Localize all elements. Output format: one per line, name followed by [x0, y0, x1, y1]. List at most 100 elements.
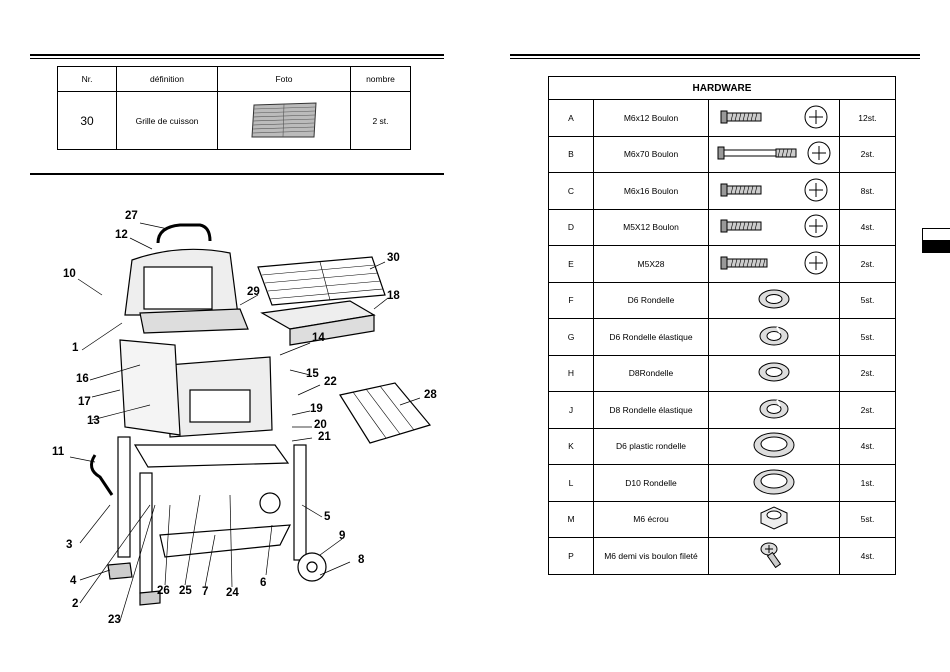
- hardware-count: 8st.: [839, 172, 896, 210]
- hardware-letter: A: [548, 99, 594, 137]
- hardware-letter: H: [548, 354, 594, 392]
- hardware-letter: J: [548, 391, 594, 429]
- hardware-image: [708, 281, 840, 319]
- callout-24: 24: [226, 587, 239, 599]
- hardware-image: [708, 537, 840, 575]
- part-number: 30: [57, 91, 117, 150]
- hardware-image: [708, 464, 840, 502]
- hardware-count: 12st.: [839, 99, 896, 137]
- hardware-image: [708, 354, 840, 392]
- hardware-image: [708, 208, 840, 246]
- hardware-letter: D: [548, 208, 594, 246]
- bolt-short-icon: [719, 105, 829, 132]
- header-rule-left-thin: [30, 58, 444, 59]
- hardware-count: 5st.: [839, 318, 896, 356]
- hardware-image: [708, 500, 840, 538]
- hardware-count: 1st.: [839, 464, 896, 502]
- callout-22: 22: [324, 376, 337, 388]
- hardware-image: [708, 318, 840, 356]
- hardware-count: 2st.: [839, 135, 896, 173]
- header-rule-left: [30, 54, 444, 56]
- callout-28: 28: [424, 389, 437, 401]
- hardware-count: 5st.: [839, 500, 896, 538]
- callout-17: 17: [78, 396, 91, 408]
- wheel: [297, 552, 327, 582]
- col-header-nr: Nr.: [57, 66, 117, 92]
- hardware-letter: P: [548, 537, 594, 575]
- washer-icon: [757, 362, 791, 386]
- callout-16: 16: [76, 373, 89, 385]
- callout-12: 12: [115, 229, 128, 241]
- bolt-short-icon: [719, 214, 829, 241]
- callout-8: 8: [358, 554, 365, 566]
- bolt-medium-icon: [719, 251, 829, 278]
- lid-handle: [156, 223, 212, 244]
- hardware-name: D8Rondelle: [593, 354, 709, 392]
- hardware-letter: G: [548, 318, 594, 356]
- col-header-definition: définition: [116, 66, 218, 92]
- rear-wheel: [259, 492, 281, 514]
- hardware-count: 4st.: [839, 208, 896, 246]
- half-thread-screw-icon: [759, 542, 789, 572]
- hardware-name: M5X12 Boulon: [593, 208, 709, 246]
- table-row: 30 Grille de cuisson 2 st.: [57, 91, 411, 150]
- hardware-name: M5X28: [593, 245, 709, 283]
- callout-9: 9: [339, 530, 346, 542]
- bottom-shelf: [133, 444, 290, 468]
- hardware-letter: C: [548, 172, 594, 210]
- callout-20: 20: [314, 419, 327, 431]
- callout-21: 21: [318, 431, 331, 443]
- callout-7: 7: [202, 586, 209, 598]
- col-header-foto: Foto: [217, 66, 351, 92]
- leg-right: [293, 444, 307, 561]
- hardware-count: 5st.: [839, 281, 896, 319]
- hardware-name: D8 Rondelle élastique: [593, 391, 709, 429]
- callout-1: 1: [72, 342, 79, 354]
- foot-left: [107, 562, 133, 580]
- hardware-name: D6 plastic rondelle: [593, 427, 709, 465]
- hardware-letter: L: [548, 464, 594, 502]
- exploded-grill-diagram: [69, 222, 432, 622]
- hardware-letter: M: [548, 500, 594, 538]
- callout-13: 13: [87, 415, 100, 427]
- side-shelf: [339, 382, 432, 444]
- section-rule-left: [30, 173, 444, 175]
- callout-26: 26: [157, 585, 170, 597]
- callout-30: 30: [387, 252, 400, 264]
- hardware-count: 4st.: [839, 427, 896, 465]
- col-header-nombre: nombre: [350, 66, 411, 92]
- side-handle: [89, 454, 114, 496]
- callout-14: 14: [312, 332, 325, 344]
- callout-23: 23: [108, 614, 121, 626]
- leg-left-front: [117, 436, 131, 558]
- header-rule-right: [510, 54, 920, 56]
- hardware-image: [708, 99, 840, 137]
- firebox-window: [189, 389, 251, 423]
- hardware-name: M6x12 Boulon: [593, 99, 709, 137]
- callout-27: 27: [125, 210, 138, 222]
- parts-table: Nr. définition Foto nombre 30 Grille de …: [57, 66, 411, 150]
- language-tab-active: [922, 240, 950, 253]
- inner-grate: [139, 308, 249, 334]
- callout-29: 29: [247, 286, 260, 298]
- callout-19: 19: [310, 403, 323, 415]
- callout-6: 6: [260, 577, 267, 589]
- hardware-name: D6 Rondelle élastique: [593, 318, 709, 356]
- spring-washer-icon: [757, 399, 791, 423]
- hardware-letter: E: [548, 245, 594, 283]
- part-photo: [217, 91, 351, 150]
- header-rule-right-thin: [510, 58, 920, 59]
